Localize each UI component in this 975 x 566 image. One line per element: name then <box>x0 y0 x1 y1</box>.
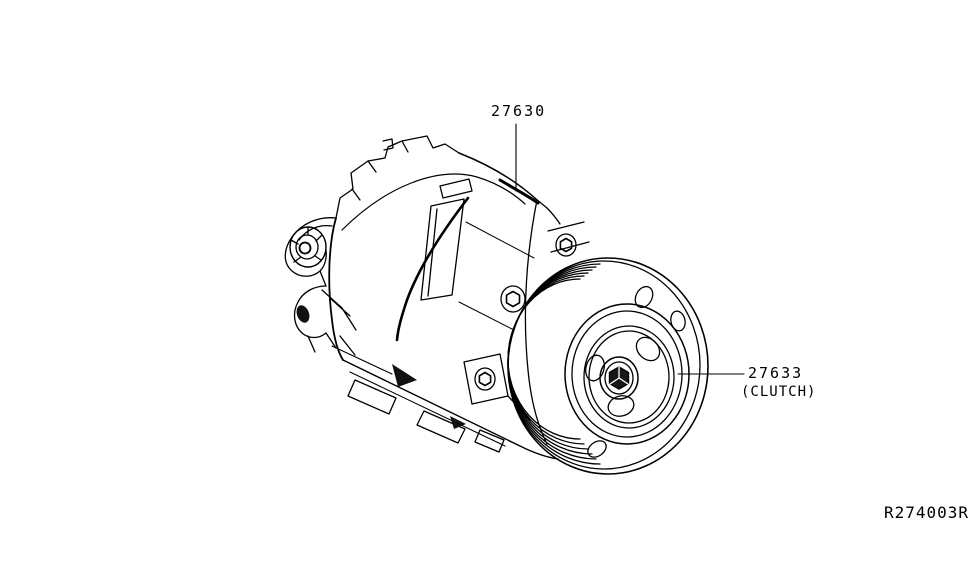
part-sub-label: (CLUTCH) <box>741 384 817 401</box>
leader-lines <box>515 123 745 375</box>
compressor-body <box>284 135 590 460</box>
diagram-reference-code: R274003R <box>884 503 970 522</box>
part-number-label: 27633 <box>748 364 804 382</box>
part-callout-27633[interactable]: 27633 (CLUTCH) <box>741 364 823 400</box>
clutch-pulley <box>507 257 709 475</box>
part-callout-27630[interactable]: 27630 <box>491 102 547 120</box>
